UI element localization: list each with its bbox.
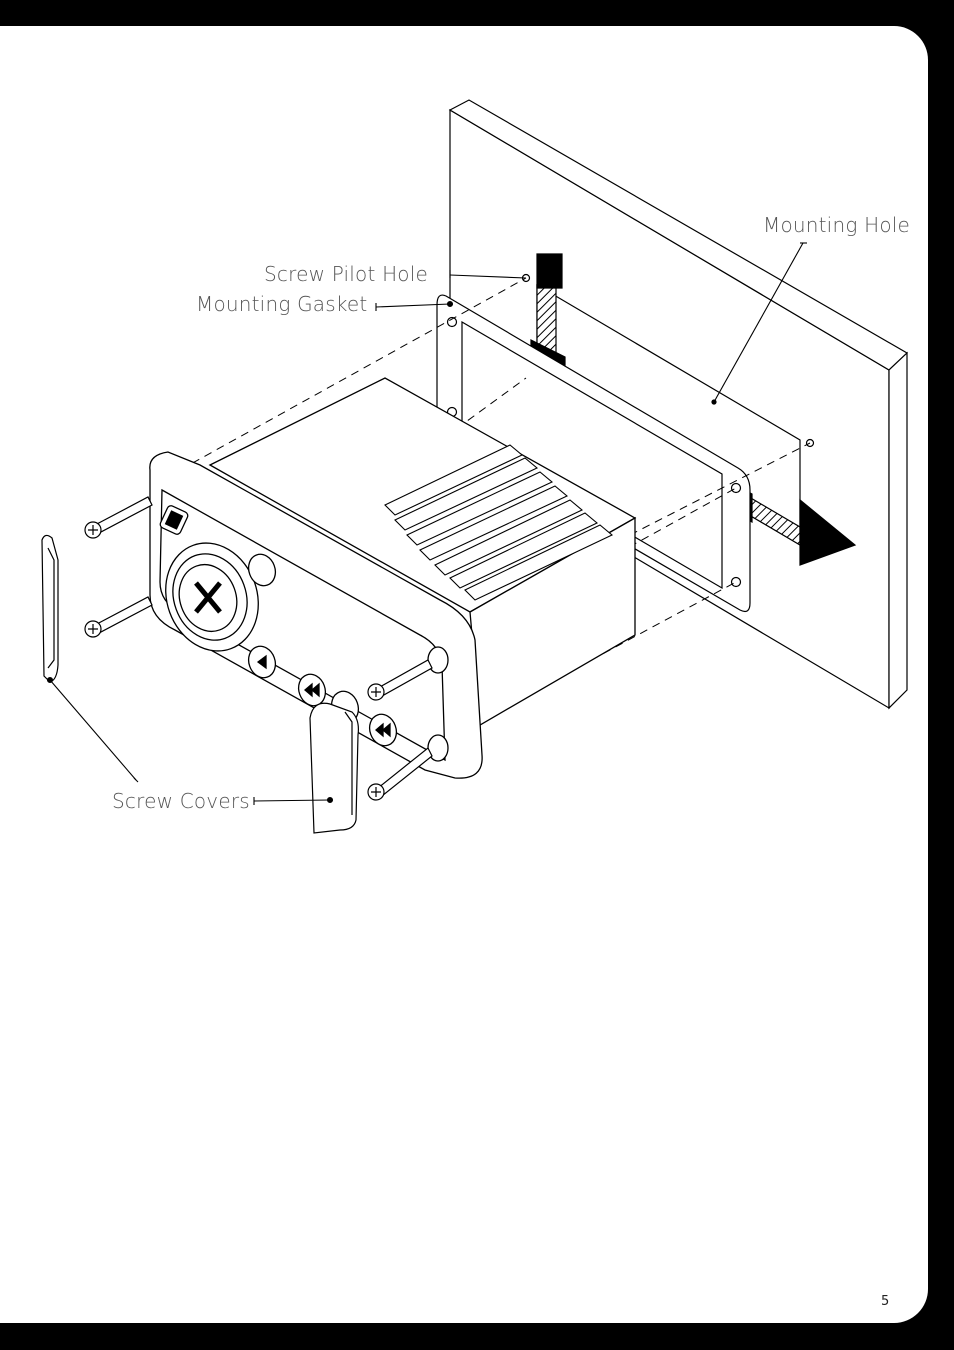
page: Mounting Hole Screw Pilot Hole Mounting …: [0, 26, 928, 1323]
label-mounting-gasket: Mounting Gasket: [196, 292, 368, 316]
page-number: 5: [881, 1294, 890, 1309]
installation-diagram: [0, 26, 928, 1323]
leader-lines: [48, 243, 808, 805]
knob-icon: [151, 530, 273, 664]
label-screw-covers: Screw Covers: [112, 789, 250, 813]
arrow-icon: [800, 500, 855, 565]
screw-icon: [85, 497, 432, 800]
heat-sink-fins: [385, 445, 612, 600]
label-mounting-hole: Mounting Hole: [763, 213, 911, 237]
label-screw-pilot-hole: Screw Pilot Hole: [264, 262, 429, 286]
